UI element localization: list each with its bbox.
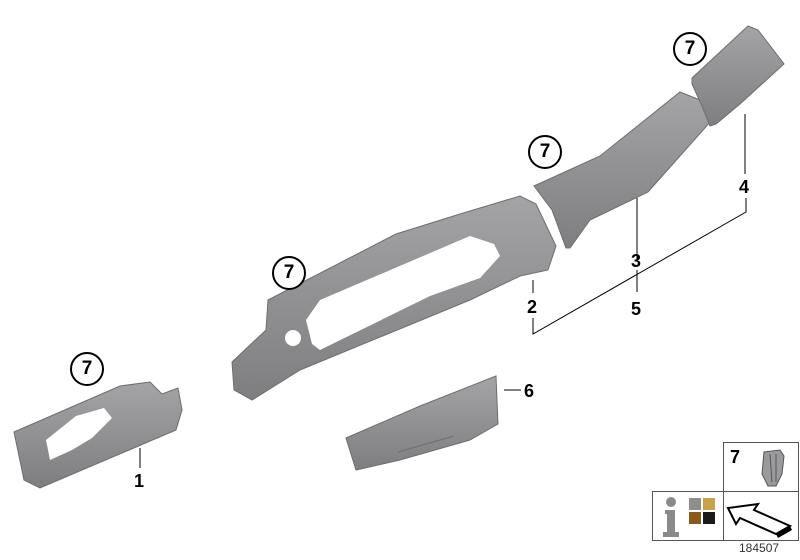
label-part-3: 3: [631, 251, 642, 271]
leader-lines: [139, 114, 747, 468]
label-part-2: 2: [527, 297, 538, 317]
label-part-4: 4: [739, 177, 750, 197]
legend-arrow-cell: [723, 491, 799, 541]
swatch-black: [703, 512, 715, 524]
image-number: 184507: [739, 541, 780, 555]
callout-7-part-2: 7: [272, 256, 306, 290]
info-icon: [663, 497, 715, 537]
clip-icon: [761, 449, 785, 487]
part-2-dashboard-strip: [231, 195, 557, 401]
part-4-end-strip: [691, 25, 785, 127]
swatch-gold: [703, 498, 715, 510]
callout-7-part-3: 7: [528, 135, 562, 169]
legend-info-cell: [652, 491, 724, 541]
swatch-grey: [689, 498, 701, 510]
part-1-trim-panel: [13, 381, 183, 489]
legend-clip-number: 7: [730, 447, 741, 467]
label-part-5: 5: [631, 299, 642, 319]
label-part-6: 6: [524, 381, 535, 401]
callout-7-part-1: 7: [70, 352, 104, 386]
part-3-center-strip: [533, 91, 713, 249]
swatch-brown: [689, 512, 701, 524]
label-part-1: 1: [134, 471, 145, 491]
legend-clip-cell: 7: [723, 442, 799, 492]
callout-7-part-4: 7: [673, 32, 707, 66]
part-6-lower-panel: [345, 375, 499, 471]
direction-arrow-icon: [726, 502, 793, 538]
